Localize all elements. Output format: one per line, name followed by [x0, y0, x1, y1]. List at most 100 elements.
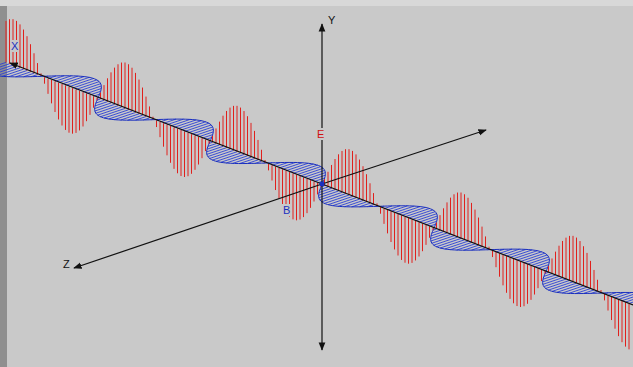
e-field-stroke [188, 133, 189, 176]
e-field-stroke [342, 151, 343, 192]
e-field-stroke [181, 130, 182, 176]
e-field-stroke [170, 126, 171, 163]
axis-label: Y [327, 14, 336, 26]
e-field-stroke [184, 131, 185, 177]
e-field-stroke [454, 194, 455, 235]
e-field-stroke [34, 53, 35, 73]
e-field-stroke [223, 116, 224, 147]
e-field-stroke [314, 182, 315, 202]
e-field-stroke [590, 261, 591, 289]
e-field-stroke [268, 164, 269, 170]
e-field-stroke [450, 198, 451, 235]
b-field-stroke [576, 289, 591, 294]
z-axis [322, 130, 486, 184]
e-field-stroke [380, 207, 381, 213]
e-field-stroke [118, 64, 119, 105]
e-field-stroke [604, 294, 605, 300]
e-field-stroke [398, 214, 399, 255]
b-field-stroke [503, 249, 519, 255]
e-field-stroke [128, 64, 129, 110]
e-field-stroke [167, 125, 168, 156]
y-axis [321, 184, 322, 350]
b-field-stroke [55, 76, 71, 82]
e-field-stroke [555, 252, 556, 275]
e-field-stroke [576, 238, 577, 284]
e-field-stroke [254, 131, 255, 159]
e-field-stroke [97, 98, 98, 101]
e-field-stroke [37, 63, 38, 74]
z-axis [74, 184, 322, 268]
e-field-stroke [282, 169, 283, 206]
e-field-stroke [251, 123, 252, 157]
e-field-stroke [198, 137, 199, 165]
e-field-stroke [492, 251, 493, 257]
e-field-stroke [226, 111, 227, 148]
b-field-stroke [431, 233, 447, 239]
e-field-stroke [625, 302, 626, 347]
b-field-stroke [207, 146, 223, 152]
e-field-stroke [356, 154, 357, 197]
e-field-stroke [163, 123, 164, 146]
e-field-stroke [111, 72, 112, 103]
x-axis [322, 184, 633, 305]
e-field-stroke [247, 116, 248, 156]
e-field-stroke [55, 81, 56, 112]
b-field-stroke [16, 72, 31, 77]
e-field-stroke [230, 108, 231, 149]
b-field-stroke [464, 245, 479, 250]
e-field-stroke [307, 179, 308, 213]
e-field-stroke [51, 80, 52, 103]
electric-field-wave [6, 19, 629, 349]
e-field-stroke [464, 194, 465, 240]
b-field-stroke [423, 219, 438, 224]
axis-label: E [316, 128, 325, 140]
b-field-stroke [391, 206, 407, 212]
e-field-stroke [443, 208, 444, 231]
e-field-stroke [391, 211, 392, 242]
e-field-stroke [156, 121, 157, 127]
b-field-stroke [629, 295, 633, 303]
e-field-stroke [240, 108, 241, 154]
e-field-stroke [139, 80, 140, 114]
e-field-stroke [552, 258, 553, 273]
e-field-stroke [310, 180, 311, 208]
e-field-stroke [496, 252, 497, 267]
e-field-stroke [587, 253, 588, 287]
e-field-stroke [580, 241, 581, 284]
e-field-stroke [58, 83, 59, 120]
e-field-stroke [293, 173, 294, 219]
e-field-stroke [440, 215, 441, 230]
e-field-stroke [275, 167, 276, 190]
e-field-stroke [90, 95, 91, 115]
e-field-stroke [202, 138, 203, 158]
e-field-stroke [461, 193, 462, 239]
e-field-stroke [132, 68, 133, 111]
e-field-stroke [401, 215, 402, 260]
e-field-stroke [233, 106, 234, 151]
e-field-stroke [177, 129, 178, 174]
e-field-stroke [328, 172, 329, 187]
x-axis [10, 63, 322, 184]
e-field-stroke [363, 166, 364, 200]
e-field-stroke [359, 160, 360, 200]
b-field-stroke [311, 175, 326, 180]
e-field-stroke [566, 238, 567, 279]
e-field-stroke [279, 168, 280, 199]
e-field-stroke [513, 259, 514, 304]
b-field-stroke [352, 202, 367, 207]
b-field-stroke [615, 292, 631, 298]
e-field-stroke [76, 89, 77, 132]
b-field-stroke [95, 103, 111, 109]
b-field-stroke [626, 294, 633, 302]
e-field-stroke [531, 266, 532, 300]
e-field-stroke [93, 96, 94, 107]
e-field-stroke [622, 301, 623, 342]
axis-label: Z [62, 258, 71, 270]
e-field-stroke [419, 222, 420, 256]
e-field-stroke [146, 97, 147, 117]
e-field-stroke [219, 122, 220, 145]
b-field-stroke [87, 89, 102, 94]
e-field-stroke [405, 217, 406, 263]
